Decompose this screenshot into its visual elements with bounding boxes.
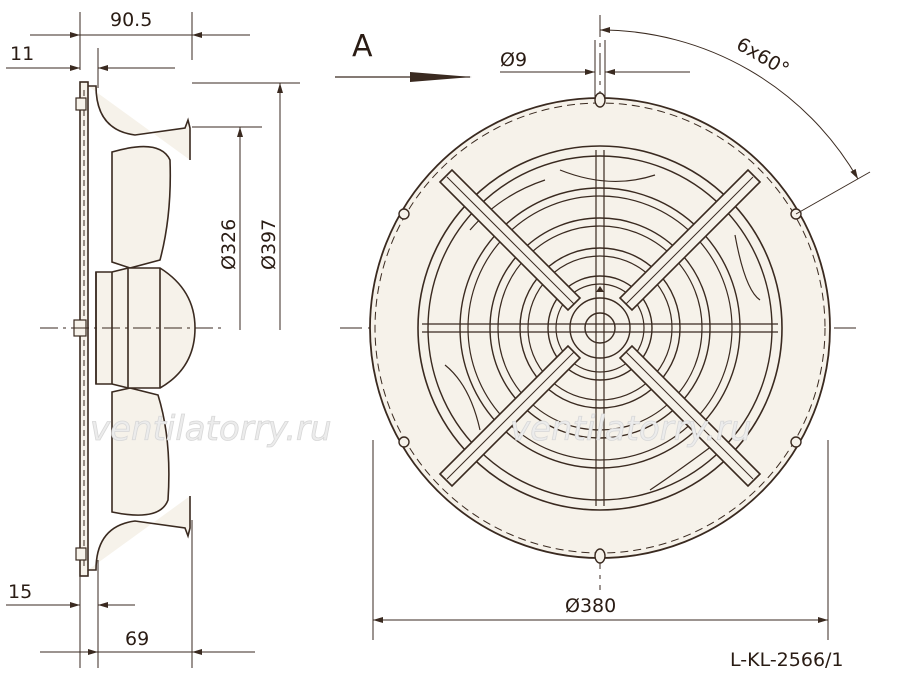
outer-diameter-label: Ø397 bbox=[258, 219, 280, 270]
hole-diameter-label: Ø9 bbox=[500, 49, 527, 71]
front-view bbox=[335, 15, 871, 640]
side-view bbox=[6, 12, 300, 668]
flange-offset-label: 11 bbox=[10, 43, 34, 65]
drawing-id: L-KL-2566/1 bbox=[730, 649, 844, 671]
hole-pattern-label: 6x60° bbox=[733, 33, 793, 81]
bottom-offset-label: 15 bbox=[8, 581, 32, 603]
view-label: A bbox=[352, 29, 373, 64]
depth-total-label: 90.5 bbox=[110, 9, 152, 31]
motor-depth-label: 69 bbox=[125, 628, 149, 650]
watermark-left: ventilatorry.ru bbox=[90, 409, 332, 449]
blade-diameter-label: Ø326 bbox=[218, 219, 240, 270]
mount-diameter-label: Ø380 bbox=[565, 595, 616, 617]
watermark-right: ventilatorry.ru bbox=[510, 409, 752, 449]
